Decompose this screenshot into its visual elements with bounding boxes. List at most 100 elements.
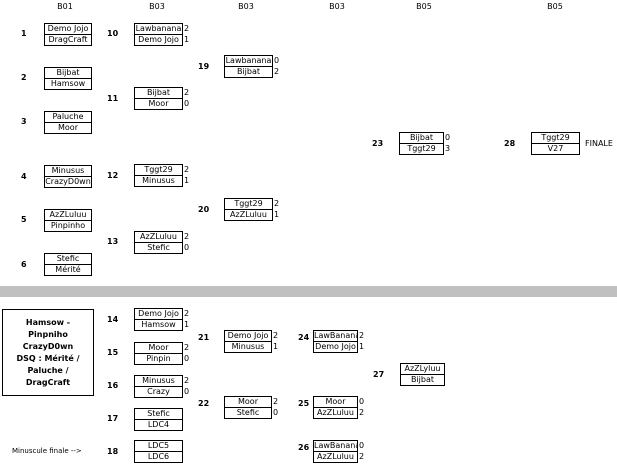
match-number: 1	[21, 29, 27, 38]
column-header-2: B03	[149, 2, 165, 11]
match-number: 11	[107, 94, 119, 103]
column-header-3: B03	[238, 2, 254, 11]
player-score: 2	[273, 397, 279, 406]
player-score: 2	[184, 165, 190, 174]
dsq-line: Pinpniho	[28, 330, 68, 339]
player-name: LDC5	[147, 441, 170, 450]
match-number: 13	[107, 237, 119, 246]
player-name: AzZLuluu	[314, 407, 357, 418]
match-number: 4	[21, 172, 27, 181]
player-name: AzZLuluu	[140, 232, 177, 241]
match-number: 3	[21, 117, 27, 126]
minuscule-finale-label: Minuscule finale -->	[12, 447, 82, 455]
match-number: 2	[21, 73, 27, 82]
player-name: Bijbat	[401, 374, 444, 385]
match-number: 22	[198, 399, 210, 408]
match-number: 24	[298, 333, 310, 342]
player-name: Lawbanana	[225, 56, 272, 65]
player-score: 1	[273, 342, 279, 351]
player-name: Bijbat	[409, 133, 434, 142]
player-name: Tggt29	[234, 199, 263, 208]
player-name: CrazyD0wn	[45, 176, 91, 186]
player-name: Moor	[148, 343, 169, 352]
player-name: Demo Jojo	[227, 331, 269, 340]
player-name: Demo Jojo	[314, 341, 357, 351]
player-name: Minusus	[142, 376, 175, 385]
player-score: 2	[184, 24, 190, 33]
match-number: 26	[298, 443, 310, 452]
match-number: 10	[107, 29, 119, 38]
match-number: 25	[298, 399, 310, 408]
player-score: 0	[359, 397, 365, 406]
player-name: Stefic	[135, 242, 182, 253]
player-name: Tggt29	[400, 143, 443, 154]
column-header-6: B05	[547, 2, 563, 11]
dsq-line: Hamsow -	[25, 318, 71, 327]
player-name: LDC4	[135, 419, 182, 430]
dsq-line: DragCraft	[25, 378, 71, 387]
player-name: AzZLyluu	[404, 364, 441, 373]
player-name: Moor	[238, 397, 258, 406]
player-name: Crazy	[135, 386, 182, 397]
player-score: 3	[445, 144, 451, 153]
player-score: 0	[184, 387, 190, 396]
player-name: Stefic	[147, 409, 170, 418]
player-name: LawBanana	[314, 331, 357, 340]
player-score: 0	[184, 243, 190, 252]
player-score: 0	[274, 56, 280, 65]
player-name: LawBanana	[314, 441, 357, 450]
match-number: 19	[198, 62, 210, 71]
match-number: 21	[198, 333, 210, 342]
player-score: 2	[273, 331, 279, 340]
player-name: Stefic	[56, 254, 80, 263]
match-number: 20	[198, 205, 210, 214]
player-score: 2	[184, 232, 190, 241]
column-header-1: B01	[57, 2, 73, 11]
match-number: 23	[372, 139, 384, 148]
player-name: Pinpin	[135, 353, 182, 364]
player-name: AzZLuluu	[314, 451, 357, 462]
player-name: Demo Jojo	[135, 34, 182, 45]
finale-label: FINALE	[585, 139, 613, 148]
match-number: 14	[107, 315, 119, 324]
player-name: AzZLuluu	[225, 209, 272, 220]
player-score: 1	[184, 320, 190, 329]
player-name: Minusus	[51, 166, 85, 175]
match-number: 28	[504, 139, 516, 148]
player-name: Moor	[135, 98, 182, 109]
player-name: Bijbat	[146, 88, 171, 97]
player-score: 2	[359, 452, 365, 461]
match-number: 5	[21, 215, 27, 224]
player-name: Tggt29	[144, 165, 173, 174]
player-name: Mérité	[45, 264, 91, 275]
player-score: 2	[184, 309, 190, 318]
player-name: Bijbat	[56, 68, 80, 77]
player-name: V27	[532, 143, 579, 154]
player-name: Moor	[45, 122, 91, 133]
player-name: Demo Jojo	[47, 24, 89, 33]
player-score: 0	[184, 354, 190, 363]
player-score: 1	[359, 342, 365, 351]
bracket-separator	[0, 286, 617, 297]
